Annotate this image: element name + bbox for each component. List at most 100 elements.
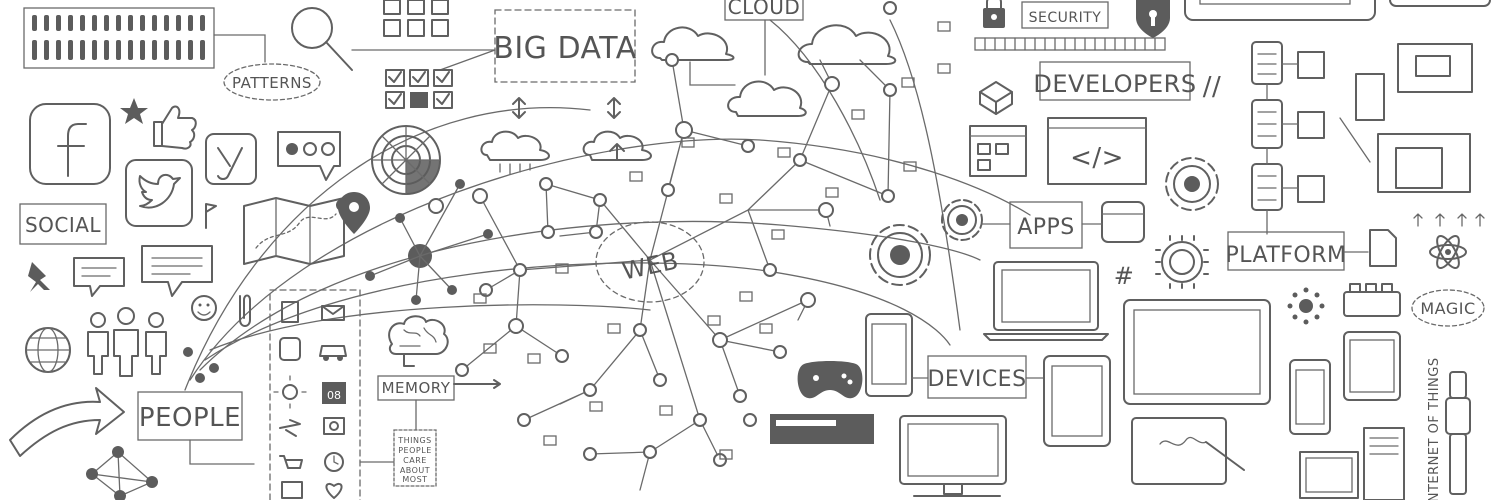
- people-label: PEOPLE: [139, 403, 241, 433]
- target-icon: [371, 125, 441, 195]
- web-label: WEB: [620, 246, 681, 285]
- social-label-box: SOCIAL: [19, 203, 107, 245]
- sun-dots-icon: [1287, 287, 1325, 325]
- monitor-icon: [899, 415, 1007, 497]
- things-note-line-5: MOST: [402, 475, 427, 484]
- memory-label-box: MEMORY: [377, 375, 455, 401]
- shield-icon: [1136, 0, 1170, 38]
- things-note-line-2: PEOPLE: [398, 446, 432, 455]
- devices-label: DEVICES: [927, 367, 1026, 392]
- cloud-icon: [651, 26, 735, 61]
- upload-cloud-icon: [582, 130, 652, 161]
- paperclip-icon: [239, 294, 251, 327]
- people-label-box: PEOPLE: [137, 391, 243, 441]
- web-network: WEB: [455, 1, 897, 491]
- flag-icon: [205, 203, 217, 229]
- server-stack-icon: [1251, 41, 1325, 235]
- things-note-line-1: THINGS: [397, 436, 432, 445]
- document-icon: [1369, 229, 1397, 267]
- phone-icon-2: [1289, 359, 1331, 435]
- cloud-label: CLOUD: [728, 0, 801, 19]
- magnifier-icon: [291, 7, 353, 71]
- things-note-line-4: ABOUT: [400, 466, 430, 475]
- yelp-icon: [205, 133, 257, 185]
- hub-node-icon: [365, 179, 493, 305]
- devices-label-box: DEVICES: [927, 355, 1027, 399]
- folder-icons: [473, 21, 951, 460]
- brick-icon: [1343, 283, 1401, 317]
- lock-icon: [983, 0, 1005, 28]
- people-group-icon: [87, 307, 167, 377]
- social-label: SOCIAL: [25, 213, 101, 237]
- cube-stack-icon: [979, 81, 1013, 115]
- cloud-icon-3: [727, 80, 807, 117]
- big-data-box: BIG DATA: [493, 9, 637, 83]
- internet-of-things-label: INTERNET OF THINGS: [1427, 357, 1442, 500]
- patterns-cloud: PATTERNS: [223, 63, 321, 101]
- code-glyph: </>: [1070, 143, 1124, 173]
- thumbs-up-icon: [153, 105, 197, 150]
- message-icon-2: [141, 245, 213, 297]
- magic-cloud: MAGIC: [1411, 289, 1485, 327]
- arc-nodes: [183, 198, 444, 383]
- chat-bubble-dots-icon: [277, 131, 341, 181]
- cloud-label-box: CLOUD: [724, 0, 804, 21]
- phone-icon: [865, 313, 913, 397]
- big-data-label: BIG DATA: [493, 31, 637, 66]
- gear-icon-small: [941, 199, 983, 241]
- location-pin-icon: [338, 192, 370, 234]
- apps-label-box: APPS: [1009, 201, 1083, 249]
- grid-icon: [383, 0, 449, 37]
- chip-icon: [1155, 235, 1209, 289]
- laptop-icon: [983, 261, 1109, 341]
- monitor-large-icon: [1123, 299, 1271, 405]
- slashes-glyph: //: [1203, 72, 1222, 102]
- database-icon: [1101, 201, 1145, 243]
- star-icon: [120, 98, 148, 124]
- developers-label-box: DEVELOPERS: [1033, 61, 1196, 101]
- memory-label: MEMORY: [382, 379, 451, 397]
- message-icon: [73, 257, 125, 297]
- smiley-icon: [191, 295, 217, 321]
- tablet-icon: [1043, 355, 1111, 447]
- sync-arrows-icon: [512, 97, 621, 119]
- map-icon: [243, 197, 345, 265]
- hashtag-glyph: #: [1114, 262, 1135, 290]
- platform-label-box: PLATFORM: [1225, 231, 1346, 271]
- facebook-icon: [29, 103, 111, 185]
- checklist-icon: [385, 69, 453, 109]
- pin-icon: [28, 262, 50, 292]
- twitter-icon: [125, 159, 193, 227]
- calendar-day: 08: [327, 389, 341, 402]
- ui-window-icon: [969, 125, 1027, 177]
- developers-label: DEVELOPERS: [1033, 70, 1196, 98]
- window-icon-right: [1339, 43, 1473, 193]
- cloud-icon-2: [797, 24, 897, 65]
- code-window-icon: </>: [1047, 117, 1147, 185]
- magic-label: MAGIC: [1420, 299, 1475, 318]
- things-dashed-column: 08: [269, 289, 361, 500]
- smartwatch-icon: [1445, 371, 1471, 495]
- atom-icon: [1413, 213, 1485, 269]
- security-label: SECURITY: [1029, 10, 1102, 26]
- apps-label: APPS: [1017, 215, 1075, 240]
- arrow-icon: [9, 387, 125, 457]
- platform-label: PLATFORM: [1225, 243, 1346, 268]
- things-note: THINGS PEOPLE CARE ABOUT MOST: [393, 429, 437, 487]
- rain-cloud-icon: [480, 130, 550, 175]
- data-bars-icon: [23, 7, 266, 69]
- brain-icon: [388, 315, 449, 367]
- gear-icon-large: [869, 224, 931, 286]
- pc-tower-icon: [1299, 427, 1405, 500]
- patterns-label: PATTERNS: [232, 74, 312, 92]
- gear-icon-right: [1165, 157, 1219, 211]
- gamepad-icon: [797, 361, 863, 399]
- network-icon: [86, 446, 158, 500]
- security-label-box: SECURITY: [1021, 1, 1109, 29]
- tablet-icon-2: [1343, 331, 1401, 401]
- console-icon: [770, 414, 874, 444]
- things-note-line-3: CARE: [403, 456, 427, 465]
- drawing-tablet-icon: [1131, 417, 1245, 485]
- keyboard-icon: [974, 37, 1166, 51]
